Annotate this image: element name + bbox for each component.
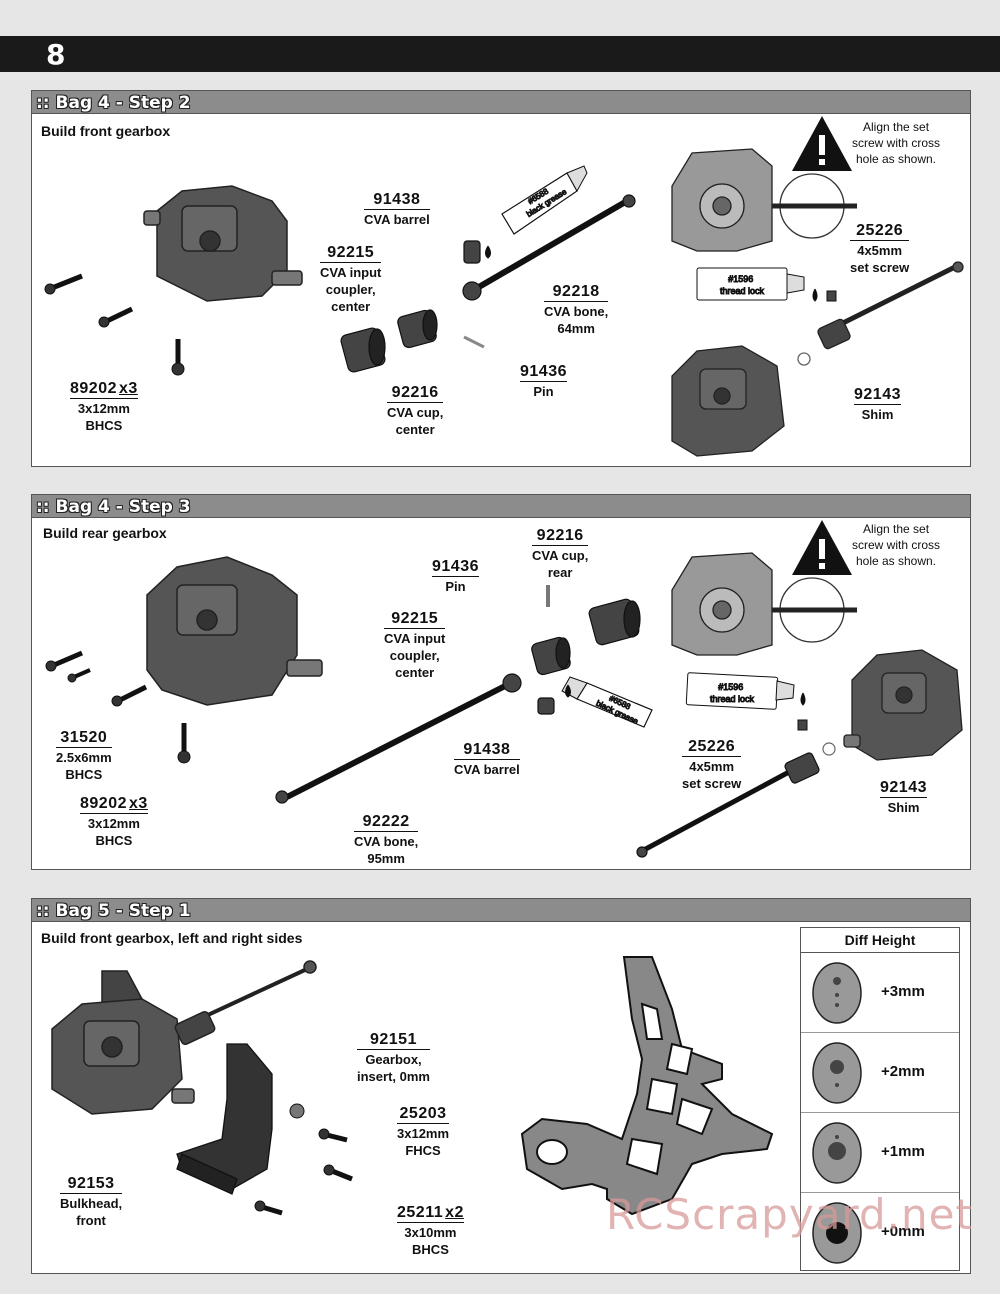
- thread-lock-tube-illustration: #1596 thread lock: [696, 267, 837, 302]
- cva-parts-illustration: [340, 194, 636, 373]
- thread-lock-label: #1596: [728, 274, 753, 284]
- gearbox-right-illustration: [671, 261, 964, 457]
- part-label-91438: 91438 CVA barrel: [364, 191, 430, 227]
- diff-height-value: +2mm: [881, 1063, 925, 1080]
- gearbox-illustration: [146, 556, 323, 706]
- step-title: :: Bag 4 - Step 2: [36, 93, 191, 113]
- diff-height-title: Diff Height: [801, 928, 959, 953]
- svg-text:#1596 thread lock: #1596 thread lock: [720, 274, 765, 296]
- diff-height-row: +2mm: [801, 1033, 959, 1113]
- part-label-92151: 92151 Gearbox,insert, 0mm: [357, 1031, 430, 1084]
- svg-text:#1596 thread lock: #1596 thread lock: [710, 682, 755, 704]
- step-title: :: Bag 4 - Step 3: [36, 497, 191, 517]
- insert-icon: [812, 1042, 862, 1104]
- screw-illustration: [254, 1103, 353, 1216]
- screw-illustration: [44, 273, 185, 376]
- thread-lock-tube-illustration: #1596 thread lock: [685, 672, 808, 731]
- step-title-bar: :: Bag 5 - Step 1: [32, 899, 970, 922]
- part-label-92222: 92222 CVA bone,95mm: [354, 813, 419, 866]
- bulkhead-illustration: [176, 1043, 273, 1195]
- page-number: 8: [46, 38, 66, 71]
- part-label-91436: 91436 Pin: [432, 558, 479, 594]
- diff-height-value: +3mm: [881, 983, 925, 1000]
- insert-icon: [812, 962, 862, 1024]
- thread-lock-label: #1596: [718, 682, 743, 692]
- grease-tube-illustration: #6588 black grease: [485, 165, 588, 259]
- gearbox-right-illustration: [843, 649, 963, 761]
- watermark: RCScrapyard.net: [606, 1190, 973, 1239]
- part-label-91436: 91436 Pin: [520, 363, 567, 399]
- part-label-92153: 92153 Bulkhead,front: [60, 1175, 123, 1228]
- diff-height-row: +3mm: [801, 953, 959, 1033]
- page-header: 8: [0, 36, 1000, 72]
- warning-icon: [792, 116, 852, 171]
- step-panel-bag4-step2: :: Bag 4 - Step 2 Build front gearbox: [31, 90, 971, 467]
- step-subtitle: Build rear gearbox: [43, 525, 167, 541]
- gearbox-detail-illustration: [671, 148, 857, 252]
- assembly-illustration: [51, 956, 774, 1216]
- part-label-92218: 92218 CVA bone,64mm: [544, 283, 609, 336]
- diff-height-row: +0mm: [801, 1193, 959, 1272]
- diff-height-row: +1mm: [801, 1113, 959, 1193]
- gearbox-illustration: [143, 185, 303, 302]
- warning-icon: [792, 520, 852, 575]
- step-title-bar: :: Bag 4 - Step 2: [32, 91, 970, 114]
- step-subtitle: Build front gearbox: [41, 123, 171, 139]
- gearbox-illustration: [51, 960, 317, 1115]
- part-label-92216: 92216 CVA cup,rear: [532, 527, 589, 580]
- screw-illustration: [45, 650, 191, 764]
- diff-height-value: +1mm: [881, 1143, 925, 1160]
- diff-height-table: Diff Height +3mm +2mm +1mm +0mm: [800, 927, 960, 1271]
- insert-icon: [812, 1202, 862, 1264]
- part-label-92143: 92143 Shim: [854, 386, 901, 422]
- step-title-bar: :: Bag 4 - Step 3: [32, 495, 970, 518]
- step-subtitle: Build front gearbox, left and right side…: [41, 930, 303, 946]
- assembly-illustration: #6588 black grease #1596 thread lock: [44, 116, 964, 457]
- part-label-91438: 91438 CVA barrel: [454, 741, 520, 777]
- part-label-92143: 92143 Shim: [880, 779, 927, 815]
- step-title: :: Bag 5 - Step 1: [36, 901, 191, 921]
- gearbox-detail-illustration: [671, 552, 857, 656]
- bulkhead-plate-illustration: [520, 956, 774, 1216]
- diff-height-value: +0mm: [881, 1223, 925, 1240]
- step-panel-bag4-step3: :: Bag 4 - Step 3 Build rear gearbox: [31, 494, 971, 870]
- cva-parts-illustration: [275, 585, 836, 858]
- part-label-92216: 92216 CVA cup,center: [387, 384, 444, 437]
- assembly-illustration: #6588 black grease #1596 thread lock: [45, 520, 963, 858]
- grease-tube-illustration: #6588 black grease: [561, 676, 653, 728]
- insert-icon: [812, 1122, 862, 1184]
